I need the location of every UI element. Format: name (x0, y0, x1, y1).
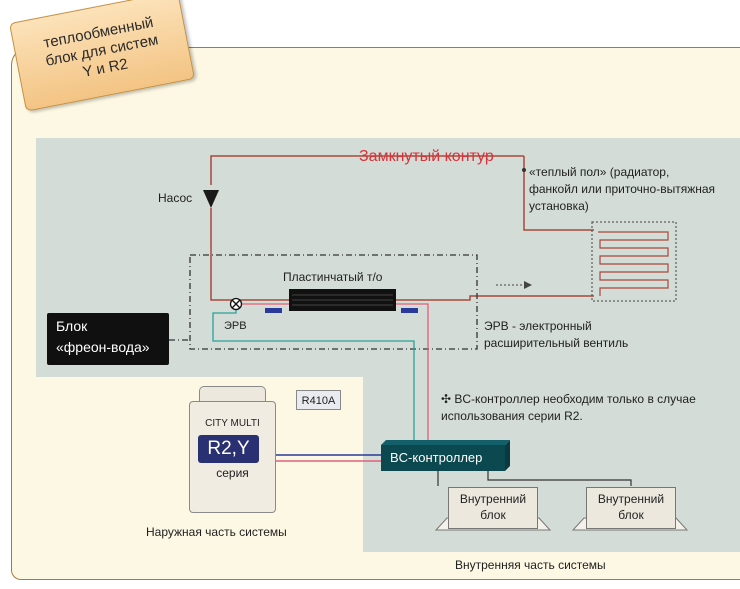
heat-exchanger-unit (189, 254, 478, 350)
indoor-unit-2: Внутренний блок (586, 487, 676, 529)
closed-loop-label: Замкнутый контур (359, 148, 494, 165)
pump-icon (203, 190, 219, 208)
outdoor-caption: Наружная часть системы (146, 525, 287, 539)
freon-water-block-line2: «фреон-вода» (56, 339, 150, 355)
erv-label: ЭРВ (224, 320, 247, 332)
outdoor-model-badge: R2,Y (198, 435, 259, 463)
junction-dot (522, 168, 526, 172)
refrigerant-badge: R410A (296, 390, 341, 410)
plate-hx-label: Пластинчатый т/о (283, 270, 383, 284)
outdoor-brand: CITY MULTI (205, 418, 260, 429)
outdoor-unit-fan-cover (199, 386, 266, 404)
bc-controller-note: ✣ BC-контроллер необходим только в случа… (441, 392, 696, 423)
freon-water-block-line1: Блок (56, 318, 88, 334)
radiator-coil (598, 231, 669, 296)
warm-floor-label: «теплый пол» (радиатор, фанкойл или прит… (529, 165, 716, 213)
outdoor-unit: CITY MULTI R2,Y серия (189, 401, 276, 513)
water-loop (210, 155, 594, 301)
outdoor-series: серия (216, 466, 249, 480)
radiator-box (591, 221, 677, 302)
bc-controller: BC-контроллер (381, 445, 505, 471)
system-tag-text: теплообменный блок для систем Y и R2 (42, 13, 160, 81)
freon-water-block: Блок «фреон-вода» (47, 313, 169, 365)
erv-note: ЭРВ - электронный расширительный вентиль (484, 319, 629, 350)
pump-label: Насос (158, 191, 193, 205)
indoor-unit-1: Внутренний блок (448, 487, 538, 529)
indoor-caption: Внутренняя часть системы (455, 558, 606, 572)
